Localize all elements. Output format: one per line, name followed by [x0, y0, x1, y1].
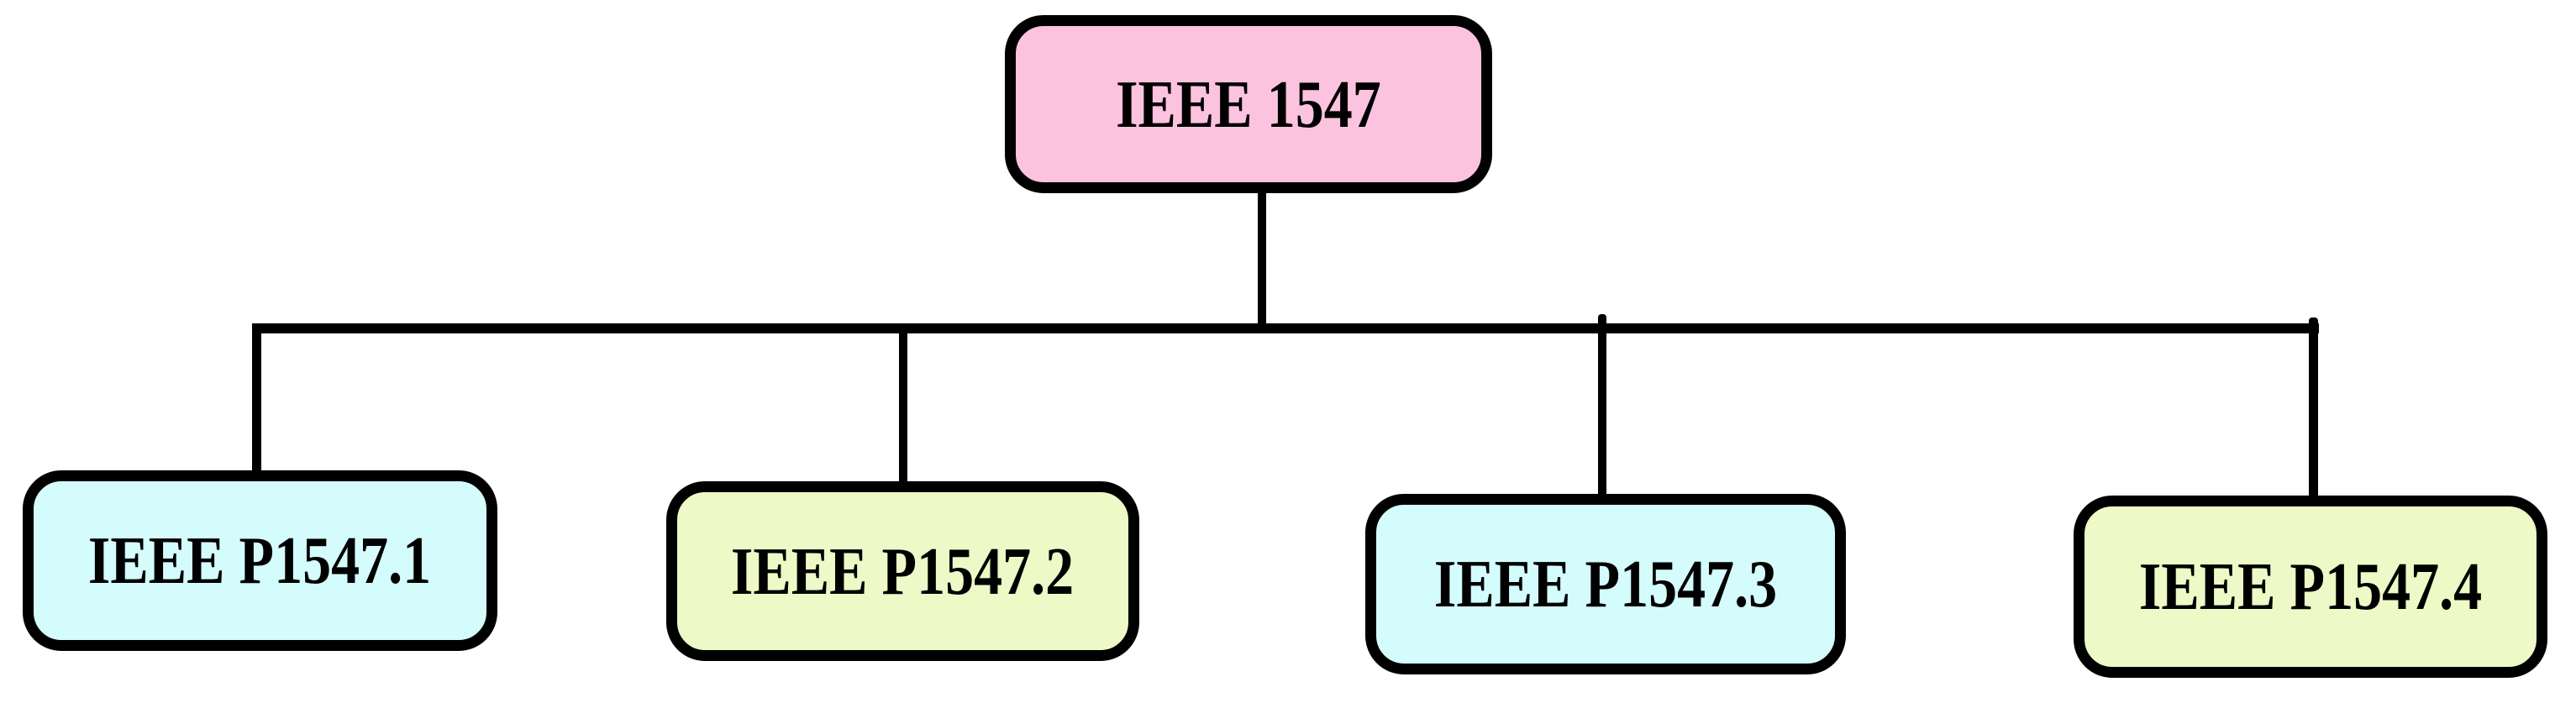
connector-drop-child-4 — [2309, 317, 2318, 501]
node-label: IEEE 1547 — [1116, 66, 1381, 142]
node-label: IEEE P1547.1 — [88, 522, 432, 598]
connector-drop-child-1 — [252, 328, 261, 475]
connector-drop-child-3 — [1598, 314, 1606, 499]
node-label: IEEE P1547.4 — [2138, 548, 2483, 624]
connector-root-stem — [1258, 188, 1266, 329]
node-ieee-p1547-1: IEEE P1547.1 — [23, 470, 497, 651]
node-ieee-p1547-2: IEEE P1547.2 — [666, 481, 1139, 661]
node-label: IEEE P1547.2 — [731, 532, 1075, 609]
node-ieee-1547: IEEE 1547 — [1005, 15, 1492, 193]
node-label: IEEE P1547.3 — [1433, 546, 1778, 622]
node-ieee-p1547-3: IEEE P1547.3 — [1365, 494, 1846, 674]
connector-horizontal-trunk — [252, 323, 2319, 333]
connector-drop-child-2 — [899, 329, 907, 487]
node-ieee-p1547-4: IEEE P1547.4 — [2074, 496, 2547, 678]
